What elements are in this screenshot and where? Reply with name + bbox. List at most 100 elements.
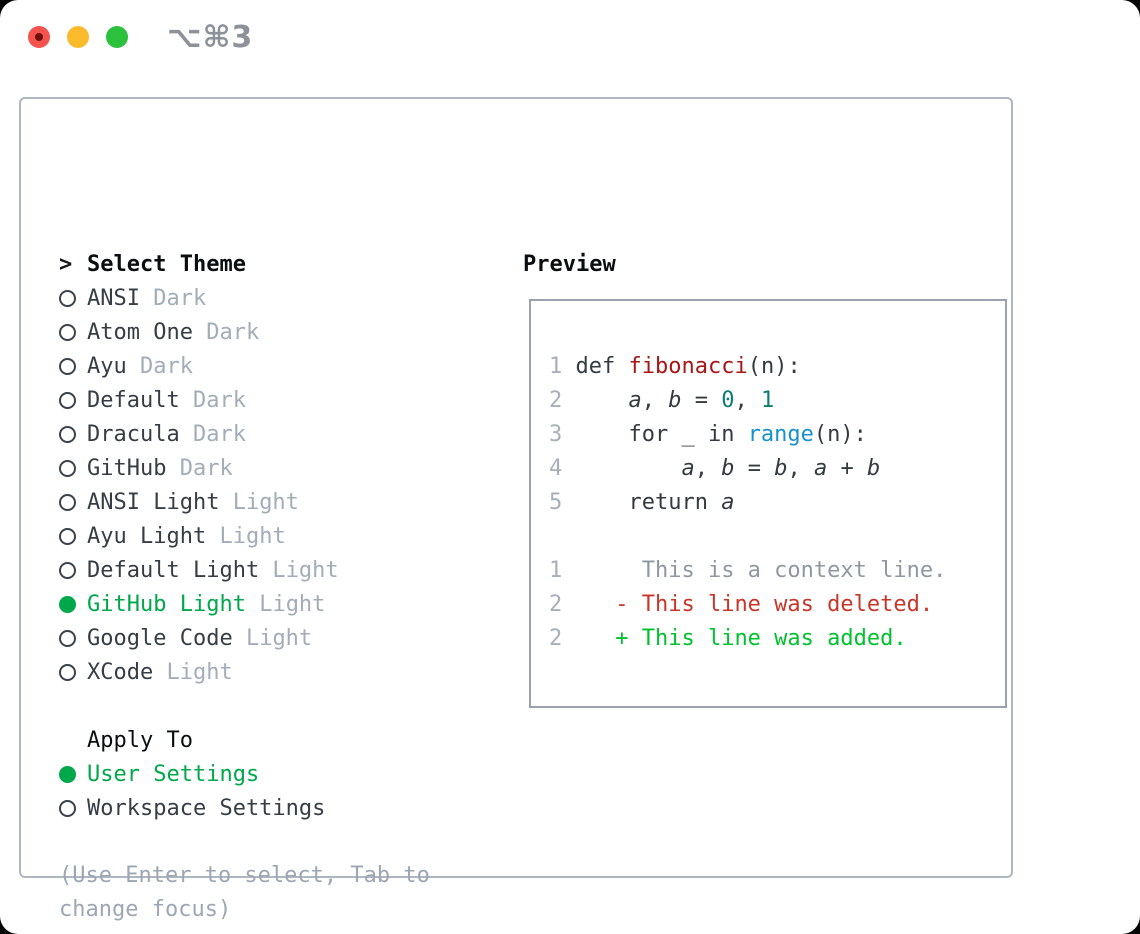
theme-option-dracula[interactable]: Dracula Dark <box>59 417 489 451</box>
option-label: GitHub Light <box>87 591 246 617</box>
radio-unselected-icon[interactable] <box>59 459 76 477</box>
code-segment-plain: (n): <box>813 421 867 447</box>
code-segment-ln: 4 <box>549 455 576 481</box>
code-line <box>549 519 1005 553</box>
theme-option-github-light[interactable]: GitHub Light Light <box>59 587 489 621</box>
theme-option-google-code[interactable]: Google Code Light <box>59 621 489 655</box>
code-segment-var: b <box>866 455 881 481</box>
radio-unselected-icon[interactable] <box>59 493 76 511</box>
radio-unselected-icon[interactable] <box>59 527 76 545</box>
code-segment-var: b <box>668 387 682 413</box>
radio-slot <box>59 493 87 511</box>
theme-option-github[interactable]: GitHub Dark <box>59 451 489 485</box>
code-segment-ln: 2 <box>549 625 563 651</box>
code-segment-plain: = <box>734 455 775 481</box>
theme-option-atom-one[interactable]: Atom One Dark <box>59 315 489 349</box>
radio-unselected-icon[interactable] <box>59 425 76 443</box>
option-label: ANSI <box>87 285 140 311</box>
code-segment-ln: 2 <box>549 591 563 617</box>
theme-option-ansi[interactable]: ANSI Dark <box>59 281 489 315</box>
radio-slot <box>59 391 87 409</box>
option-variant-label: Dark <box>166 455 233 481</box>
code-segment-ln: 3 <box>549 421 576 447</box>
radio-unselected-icon[interactable] <box>59 561 76 579</box>
code-segment-del: - This line was deleted. <box>615 591 934 617</box>
option-label: User Settings <box>87 761 260 787</box>
close-window-icon[interactable] <box>28 26 50 48</box>
radio-unselected-icon[interactable] <box>59 629 76 647</box>
code-line: 1 This is a context line. <box>549 553 1005 587</box>
radio-unselected-icon[interactable] <box>59 799 76 817</box>
radio-slot <box>59 527 87 545</box>
theme-option-default-light[interactable]: Default Light Light <box>59 553 489 587</box>
option-variant-label: Light <box>219 489 299 515</box>
code-segment-ln: 2 <box>549 387 576 413</box>
code-segment-ln: 1 <box>549 353 576 379</box>
option-label: Ayu Light <box>87 523 207 549</box>
radio-unselected-icon[interactable] <box>59 663 76 681</box>
preview-header: Preview <box>523 251 616 277</box>
code-segment-ln: 5 <box>549 489 576 515</box>
radio-unselected-icon[interactable] <box>59 357 76 375</box>
radio-unselected-icon[interactable] <box>59 391 76 409</box>
code-segment-plain <box>576 456 682 481</box>
option-variant-label: Light <box>259 557 339 583</box>
option-variant-label: Dark <box>126 353 193 379</box>
window-title: ⌥⌘3 <box>167 20 254 55</box>
radio-selected-icon[interactable] <box>59 595 76 613</box>
code-segment-ctx: This is a context line. <box>562 557 947 583</box>
theme-option-xcode[interactable]: XCode Light <box>59 655 489 689</box>
code-segment-var: a <box>721 489 735 515</box>
option-variant-label: Light <box>232 625 313 651</box>
code-segment-plain <box>562 592 615 617</box>
option-label: GitHub <box>87 455 167 481</box>
radio-slot <box>59 425 87 443</box>
option-label: Workspace Settings <box>87 795 326 821</box>
radio-slot <box>59 323 87 341</box>
option-variant-label: Light <box>206 523 286 549</box>
code-segment-plain <box>562 626 615 651</box>
radio-slot <box>59 799 87 817</box>
radio-slot <box>59 765 87 783</box>
code-segment-add: + This line was added. <box>615 625 907 651</box>
code-segment-var: a <box>813 455 828 481</box>
code-segment-num: 1 <box>760 387 775 413</box>
code-segment-plain: , <box>694 455 722 481</box>
theme-option-default[interactable]: Default Dark <box>59 383 489 417</box>
code-line: 2 + This line was added. <box>549 621 1005 655</box>
theme-option-ansi-light[interactable]: ANSI Light Light <box>59 485 489 519</box>
apply-option-user-settings[interactable]: User Settings <box>59 757 489 791</box>
radio-slot <box>59 629 87 647</box>
zoom-window-icon[interactable] <box>106 26 128 48</box>
apply-option-workspace-settings[interactable]: Workspace Settings <box>59 791 489 825</box>
keyboard-hint: (Use Enter to select, Tab to change focu… <box>59 863 430 922</box>
code-segment-var: a <box>628 387 642 413</box>
titlebar: ⌥⌘3 <box>0 0 1140 76</box>
radio-unselected-icon[interactable] <box>59 323 76 341</box>
theme-option-ayu-light[interactable]: Ayu Light Light <box>59 519 489 553</box>
minimize-window-icon[interactable] <box>67 26 89 48</box>
code-segment-num: 0 <box>721 387 735 413</box>
radio-slot <box>59 357 87 375</box>
radio-selected-icon[interactable] <box>59 765 76 783</box>
radio-slot <box>59 663 87 681</box>
prompt-slot: > <box>59 252 87 277</box>
code-segment-plain: return <box>575 489 722 515</box>
radio-slot <box>59 459 87 477</box>
option-label: Default <box>87 387 180 413</box>
option-variant-label: Dark <box>139 285 207 311</box>
option-variant-label: Dark <box>179 387 246 413</box>
code-segment-plain: , <box>734 387 761 413</box>
theme-option-ayu[interactable]: Ayu Dark <box>59 349 489 383</box>
code-segment-plain: , <box>787 455 814 481</box>
select-theme-header-row: > Select Theme <box>59 247 489 281</box>
code-line: 2 a, b = 0, 1 <box>549 383 1005 417</box>
radio-unselected-icon[interactable] <box>59 289 76 307</box>
code-segment-var: b <box>721 455 735 481</box>
code-segment-func: fibonacci <box>628 353 748 379</box>
option-label: Atom One <box>87 319 193 345</box>
select-theme-header: Select Theme <box>87 251 246 277</box>
